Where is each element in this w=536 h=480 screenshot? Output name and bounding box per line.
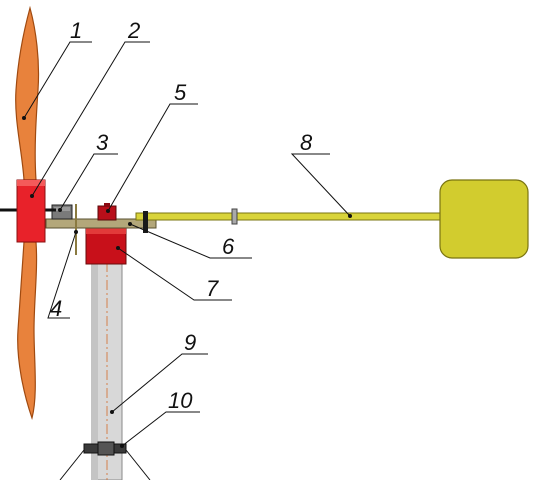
rotor-hub: [16, 179, 46, 243]
label-part-7: 7: [206, 276, 219, 301]
propeller-blade: [15, 5, 40, 421]
label-part-1: 1: [70, 18, 82, 43]
label-part-6: 6: [222, 234, 235, 259]
label-part-3: 3: [96, 130, 109, 155]
tail-vane: [439, 179, 529, 259]
label-part-10: 10: [168, 388, 193, 413]
label-part-2: 2: [127, 18, 140, 43]
tail-boom: [135, 208, 441, 225]
label-part-9: 9: [184, 330, 196, 355]
label-part-8: 8: [300, 130, 313, 155]
mast-clamp: [83, 441, 127, 456]
tail-boom-joint: [143, 211, 148, 233]
top-bearing: [97, 203, 117, 221]
swivel-block: [85, 227, 127, 265]
label-part-4: 4: [50, 296, 62, 321]
generator-body: [51, 204, 73, 220]
label-part-5: 5: [174, 80, 187, 105]
leader-lines: [22, 41, 352, 480]
